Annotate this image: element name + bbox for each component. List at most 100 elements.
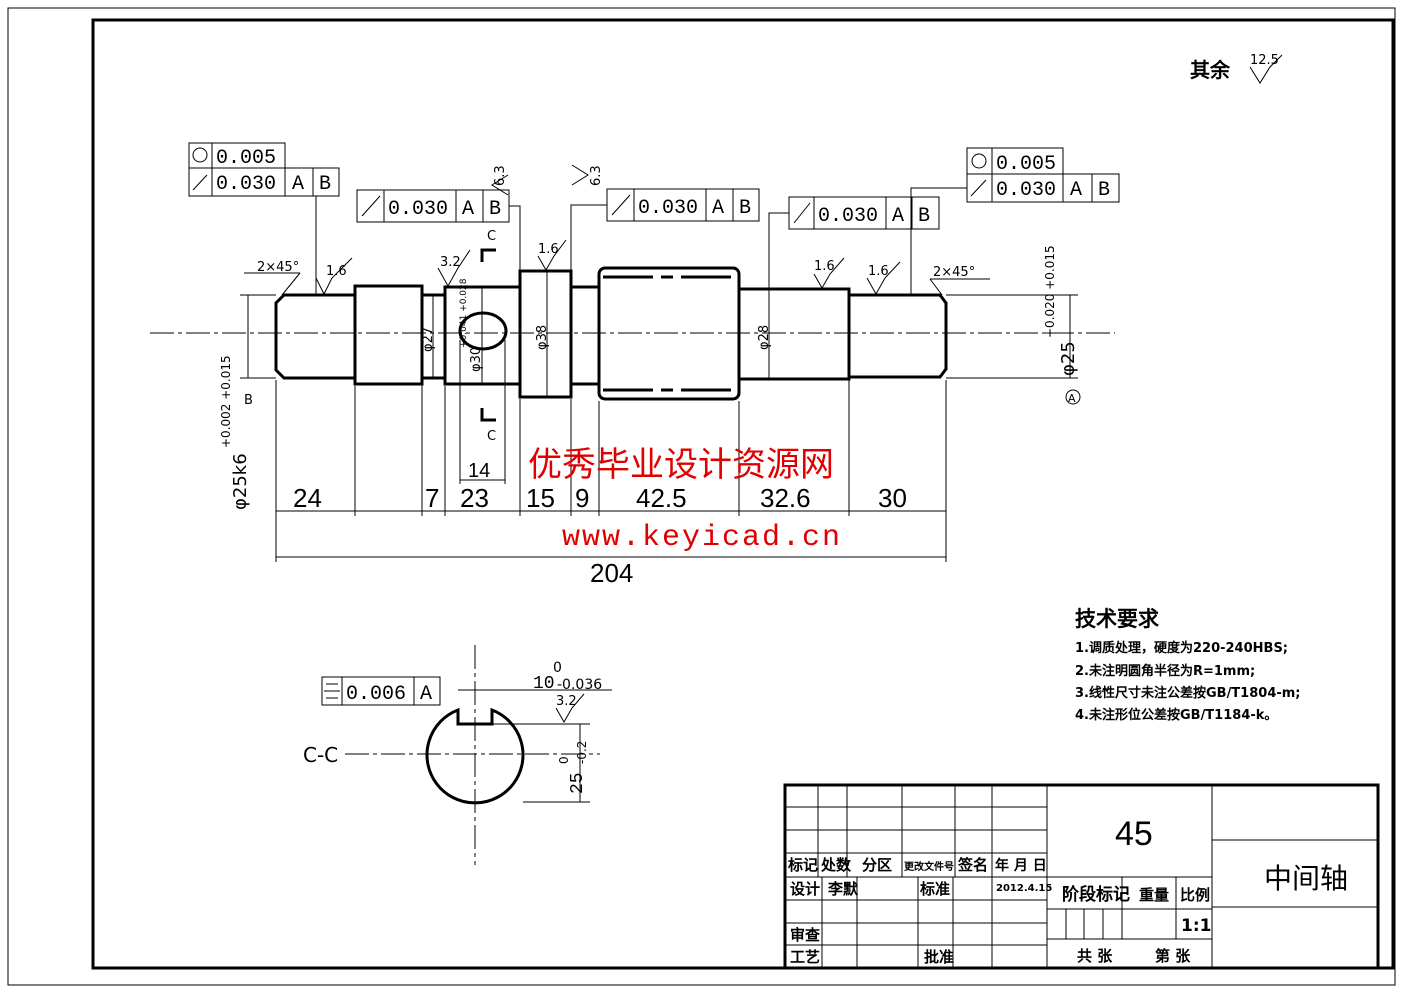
roughness-symbols: 1.6 3.2 1.6 1.6 1.6 6.3 6.3	[315, 164, 901, 296]
tb-total-sheets: 共 张	[1077, 947, 1113, 965]
fcf-datum: A	[892, 205, 904, 228]
chamfer-right: 2×45°	[933, 265, 975, 280]
fcf-datum: A	[712, 197, 724, 220]
tb-scale: 1:1	[1181, 916, 1211, 936]
dim-d30-tol: +0.041 +0.028	[459, 278, 469, 348]
dim-left-diameter: φ25k6	[230, 453, 251, 510]
dim-right-tol: +0.020 +0.015	[1043, 245, 1057, 338]
tech-req-item: 3.线性尺寸未注公差按GB/T1804-m;	[1075, 685, 1301, 701]
tb-header-doc: 更改文件号	[904, 860, 954, 873]
fcf-datum: B	[319, 173, 331, 196]
tb-sheet-no: 第 张	[1155, 947, 1191, 965]
dim-len-23: 23	[460, 483, 489, 513]
roughness-1-6-b: 1.6	[538, 242, 559, 257]
dim-len-32-6: 32.6	[760, 483, 811, 513]
roughness-3-2-section: 3.2	[556, 694, 577, 709]
section-view-label: C-C	[303, 743, 338, 767]
section-view-c-c: C-C 0.006 A 10 0 -0.036 3.2 25 0 -0.2	[303, 645, 612, 865]
default-roughness-value: 12.5	[1250, 53, 1279, 68]
tb-header-count: 处数	[820, 856, 852, 874]
fcf-runout-value: 0.030	[638, 197, 698, 220]
tb-header-mark: 标记	[787, 856, 818, 874]
dim-d38: φ38	[535, 325, 550, 350]
tb-scale-label: 比例	[1180, 886, 1210, 904]
tech-req-title: 技术要求	[1075, 607, 1159, 631]
fcf-datum: A	[1070, 179, 1082, 202]
dim-len-15: 15	[526, 483, 555, 513]
runout-icon	[361, 195, 381, 217]
dim-total-length: 204	[590, 558, 633, 588]
circularity-icon	[192, 147, 208, 163]
default-roughness: 其余 12.5	[1190, 53, 1283, 84]
roughness-6-3-a: 6.3	[493, 165, 508, 186]
datum-a: A	[1068, 392, 1076, 405]
section-width: 10	[533, 674, 555, 694]
datum-b: B	[244, 393, 253, 408]
fcf-right-top: 0.005 0.030 A B	[910, 147, 1120, 295]
tb-designer: 李默	[827, 880, 859, 898]
fcf-circularity-value: 0.005	[216, 147, 276, 170]
chamfer-left: 2×45°	[257, 260, 299, 275]
dim-len-14: 14	[468, 460, 490, 482]
tech-req-item: 2.未注明圆角半径为R=1mm;	[1075, 663, 1255, 679]
fcf-datum: A	[420, 683, 432, 706]
runout-icon	[793, 202, 811, 224]
dim-len-9: 9	[575, 483, 589, 513]
tb-process-label: 工艺	[790, 948, 820, 966]
tb-standard-label: 标准	[919, 880, 950, 898]
fcf-left-top: 0.005 0.030 A B	[188, 142, 340, 295]
fcf-circularity-value: 0.005	[996, 153, 1056, 176]
fcf-runout-value: 0.030	[996, 179, 1056, 202]
fcf-mid-3: 0.030 A B	[768, 196, 940, 289]
runout-icon	[192, 174, 208, 191]
section-depth-tol-lower: -0.2	[575, 741, 589, 764]
dim-len-30: 30	[878, 483, 907, 513]
fcf-runout-value: 0.030	[818, 205, 878, 228]
roughness-6-3-b: 6.3	[589, 165, 604, 186]
shaft-outline	[274, 266, 948, 401]
diameter-dimensions: φ27 φ30 +0.041 +0.028 φ38 φ28 φ25k6 +0.0…	[219, 245, 1081, 510]
section-mark-bottom: C	[487, 429, 496, 444]
roughness-1-6-a: 1.6	[326, 264, 347, 279]
tb-approve-label: 批准	[924, 948, 954, 966]
tb-stage-label: 阶段标记	[1062, 884, 1130, 905]
fcf-symmetry-value: 0.006	[346, 683, 406, 706]
watermark-title: 优秀毕业设计资源网	[528, 445, 834, 485]
title-block: 标记 处数 分区 更改文件号 签名 年 月 日 设计 李默 标准 2012.4.…	[783, 783, 1380, 970]
section-depth-tol-upper: 0	[557, 756, 571, 764]
tb-date: 2012.4.15	[996, 883, 1052, 894]
length-dimensions: 24 7 23 15 9 42.5 32.6 30 14 204	[275, 340, 947, 588]
symmetry-icon	[324, 683, 340, 699]
tech-req-item: 4.未注形位公差按GB/T1184-k。	[1075, 707, 1277, 723]
dim-len-42-5: 42.5	[636, 483, 687, 513]
tb-design-label: 设计	[790, 880, 820, 898]
fcf-mid-1: 0.030 A B	[356, 189, 521, 271]
fcf-mid-2: 0.030 A B	[570, 188, 760, 271]
dim-right-diameter: φ25	[1058, 341, 1079, 376]
dim-d28: φ28	[757, 325, 772, 350]
fcf-datum: B	[1098, 179, 1110, 202]
fcf-datum: B	[489, 198, 501, 221]
fcf-runout-value: 0.030	[388, 198, 448, 221]
dim-len-24: 24	[293, 483, 322, 513]
tb-material: 45	[1115, 815, 1153, 853]
roughness-3-2: 3.2	[440, 255, 461, 270]
roughness-1-6-c: 1.6	[814, 259, 835, 274]
roughness-1-6-d: 1.6	[868, 264, 889, 279]
tb-part-name: 中间轴	[1264, 862, 1348, 895]
fcf-datum: A	[292, 173, 304, 196]
fcf-datum: A	[462, 198, 474, 221]
dim-d27: φ27	[421, 327, 436, 352]
runout-icon	[970, 179, 987, 197]
tech-req-item: 1.调质处理，硬度为220-240HBS;	[1075, 640, 1288, 656]
outer-border	[7, 7, 1396, 986]
tb-header-sign: 签名	[957, 856, 988, 874]
tb-header-zone: 分区	[862, 856, 892, 874]
section-depth: 25	[568, 772, 588, 794]
technical-requirements: 技术要求 1.调质处理，硬度为220-240HBS; 2.未注明圆角半径为R=1…	[1075, 607, 1301, 723]
section-mark-top: C	[487, 229, 496, 244]
drawing-frame	[91, 18, 1395, 970]
circularity-icon	[971, 153, 987, 169]
tb-weight-label: 重量	[1139, 886, 1169, 904]
tb-review-label: 审查	[790, 926, 821, 944]
